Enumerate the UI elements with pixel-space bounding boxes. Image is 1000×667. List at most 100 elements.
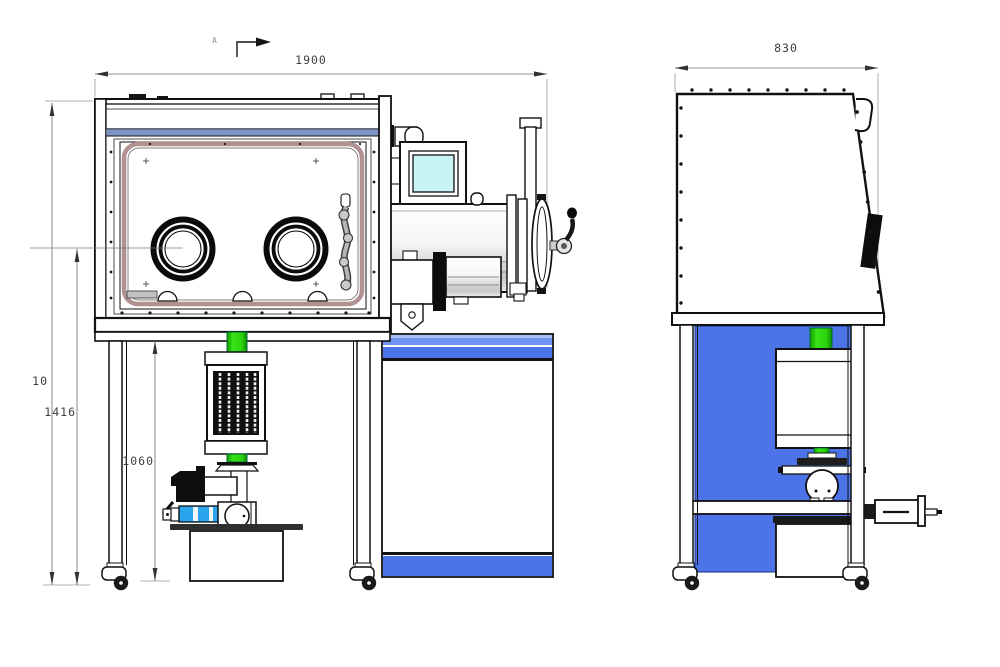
mount-bracket-hole <box>408 311 416 319</box>
bolt-dots-front <box>109 142 376 315</box>
door-nub <box>537 288 546 294</box>
bolt-dot <box>679 246 683 250</box>
glovebox-shell <box>93 93 392 342</box>
motor <box>171 466 205 502</box>
chamber-top-port <box>470 192 484 206</box>
glovebox-side-view <box>671 88 942 591</box>
interior-lever-rail <box>338 193 354 291</box>
glove-port-right <box>263 216 329 282</box>
bolt-dot <box>232 311 236 315</box>
bolt-dot <box>223 142 227 146</box>
leg <box>356 340 371 566</box>
door-step <box>509 282 527 296</box>
top-fitting <box>129 94 146 100</box>
filter-top-flange <box>204 351 268 366</box>
bolt-dot <box>869 230 874 234</box>
bolt-dot <box>109 180 113 184</box>
bolt-dot <box>679 134 683 138</box>
dim-front-width: 1900 <box>94 53 548 288</box>
section-marker: A <box>212 36 271 57</box>
dim-under-height-label: 1060 <box>122 454 154 468</box>
bolt-dot <box>372 150 376 154</box>
bolt-dot <box>709 88 713 92</box>
side-enclosure <box>675 92 886 318</box>
filter-bottom-flange <box>204 440 268 455</box>
bolt-dot <box>747 88 751 92</box>
cabinet-top-band-light <box>383 335 552 345</box>
glove-port-left <box>150 216 216 282</box>
leg <box>850 324 865 566</box>
sill-cutout <box>307 290 328 302</box>
bolt-dot <box>842 88 846 92</box>
bolt-dot <box>785 88 789 92</box>
green-pipe-side <box>809 327 833 351</box>
pump-stripe <box>193 507 198 521</box>
header-stripe <box>105 128 380 137</box>
caster-wheel <box>101 562 129 591</box>
bolt-dot <box>679 301 683 305</box>
dim-port-height-label: 1416 <box>44 405 76 419</box>
side-bottom-band <box>671 312 885 326</box>
bolt-dot <box>679 274 683 278</box>
crank-hub-center <box>561 243 567 249</box>
bolt-dot <box>288 311 292 315</box>
bolt-dot <box>109 296 113 300</box>
cabinet-top-highlight <box>383 335 552 338</box>
antechamber-assembly <box>382 117 577 331</box>
bolt-dot <box>298 142 302 146</box>
pump-base-box <box>189 530 284 582</box>
window-frame <box>105 135 380 319</box>
caster-wheel <box>842 562 870 591</box>
stand-frame-side <box>672 324 870 591</box>
bolt-dot <box>344 311 348 315</box>
bolt-dot <box>372 180 376 184</box>
bolt-dot <box>876 290 881 294</box>
stand-frame-front <box>101 340 377 591</box>
filter-side <box>775 348 859 449</box>
crank-knob <box>567 207 577 219</box>
bolt-dot <box>679 190 683 194</box>
filter-slats <box>218 373 257 433</box>
door-nub <box>537 194 546 200</box>
box-bottom-band <box>93 316 392 334</box>
bolt-dot <box>873 260 877 264</box>
door-foot <box>513 293 525 302</box>
cabinet-top-band <box>383 347 552 358</box>
frame-shelf-side <box>680 500 854 515</box>
pump-flange-dark <box>797 458 847 465</box>
window-gasket <box>121 141 365 307</box>
lower-cylinder-flange <box>433 252 446 311</box>
right-flange-plate <box>378 95 392 334</box>
bolt-dot <box>679 162 683 166</box>
dim-vertical-group: 10 1416 1060 <box>30 100 183 586</box>
bolt-dot <box>862 170 867 174</box>
bolt-dot <box>372 270 376 274</box>
bolt-dot <box>679 218 683 222</box>
pump-shelf <box>170 524 303 530</box>
section-arrow-head-icon <box>256 37 271 47</box>
bolt-dot <box>260 311 264 315</box>
bolt-dot <box>823 88 827 92</box>
bolt-dot <box>204 311 208 315</box>
window-tray <box>126 290 158 299</box>
bolt-dot <box>109 210 113 214</box>
flange-lip <box>217 462 257 465</box>
bolt-dot <box>372 210 376 214</box>
lower-cylinder-tab <box>453 296 469 305</box>
bolt-dot <box>804 88 808 92</box>
bolt-dot <box>148 142 152 146</box>
dim-side-width-label: 830 <box>774 41 798 55</box>
bolt-dot <box>865 200 870 204</box>
cabinet-bottom-band <box>383 556 552 576</box>
pump-flange-side <box>807 452 837 459</box>
bolt-dot <box>109 150 113 154</box>
section-arrow-line <box>236 41 257 57</box>
valve-neck <box>170 507 180 522</box>
leg <box>108 340 123 566</box>
touchscreen-display <box>412 154 455 193</box>
leg <box>679 324 694 566</box>
green-pipe <box>226 331 248 354</box>
bolt-dot <box>176 311 180 315</box>
bolt-dot <box>109 240 113 244</box>
